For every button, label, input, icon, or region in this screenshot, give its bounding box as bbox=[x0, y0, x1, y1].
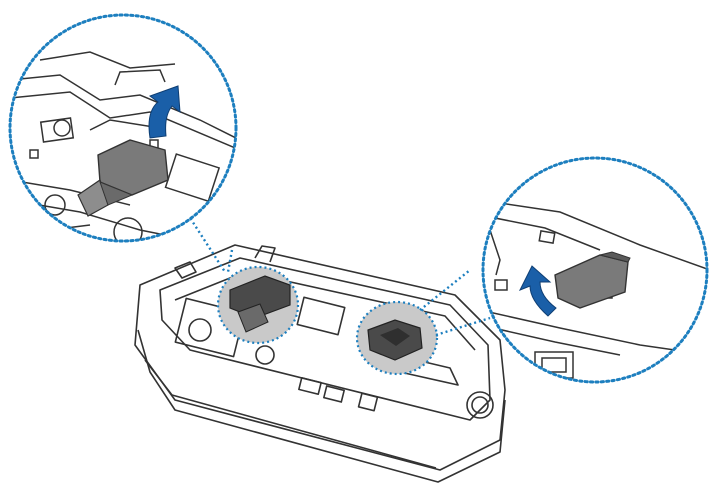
phone-body bbox=[134, 244, 506, 483]
callout-leaders bbox=[183, 209, 491, 337]
right-zoom-region bbox=[355, 300, 439, 376]
lift-arrow-icon bbox=[518, 265, 557, 317]
right-callout bbox=[481, 156, 709, 384]
left-zoom-region bbox=[216, 265, 300, 345]
lift-arrow-icon bbox=[148, 85, 181, 139]
left-callout bbox=[8, 13, 238, 243]
